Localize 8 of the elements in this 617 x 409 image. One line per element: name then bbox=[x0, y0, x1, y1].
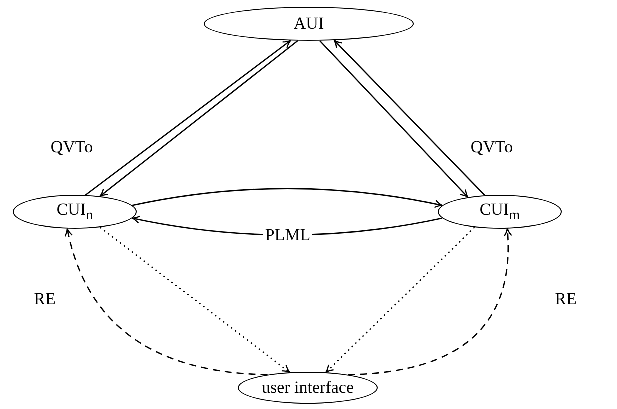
edge-label: QVTo bbox=[48, 138, 96, 158]
ellipse-node bbox=[13, 195, 137, 229]
node-label: AUI bbox=[294, 14, 324, 34]
ellipse-node bbox=[438, 195, 562, 229]
node-label: user interface bbox=[262, 378, 354, 398]
node-label: CUI$_{m}$ bbox=[480, 200, 520, 224]
edge-label: QVTo bbox=[468, 138, 516, 158]
node-label: CUI$_{n}$ bbox=[56, 200, 94, 224]
